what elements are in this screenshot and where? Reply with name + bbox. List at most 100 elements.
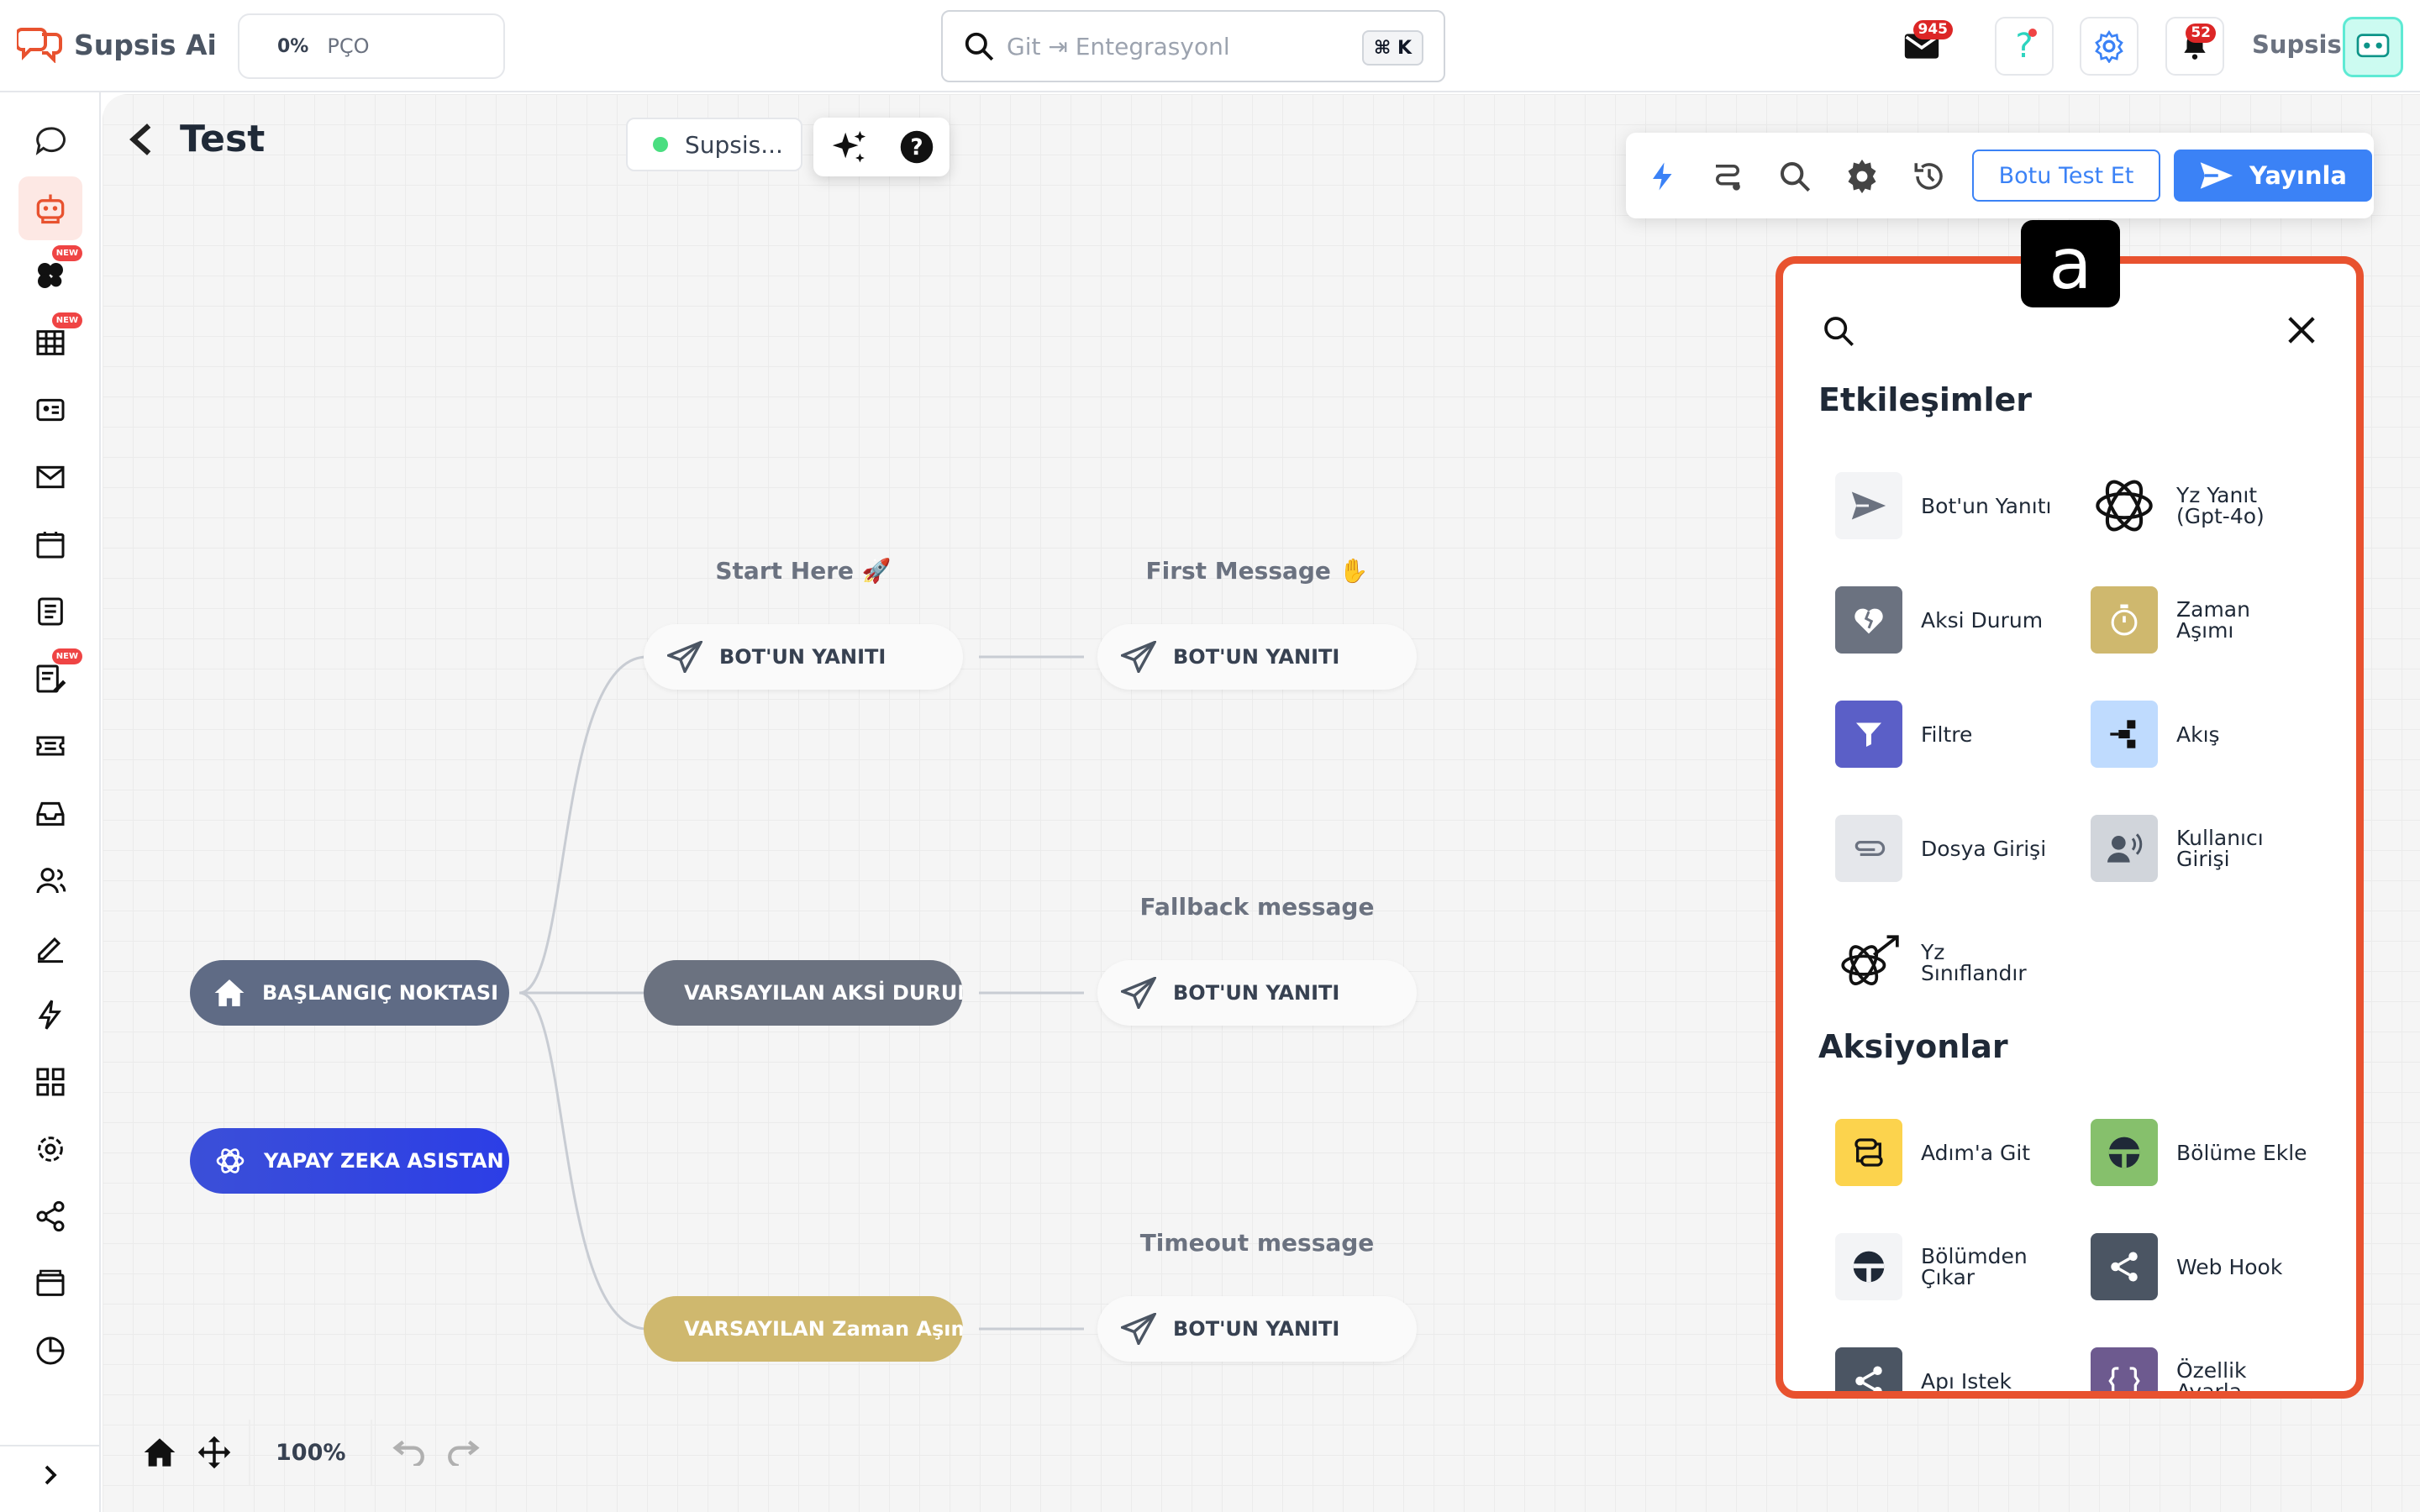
app-logo[interactable]: Supsis Ai: [17, 24, 217, 66]
mail-icon: [36, 465, 65, 489]
search-icon: [1824, 317, 1854, 346]
ticket-icon: [36, 736, 65, 756]
progress-box[interactable]: 0% PÇO: [238, 13, 505, 79]
sidebar-item-users[interactable]: [18, 848, 82, 912]
sidebar-item-automations[interactable]: [18, 983, 82, 1047]
sidebar-item-lists[interactable]: [18, 580, 82, 643]
sidebar-item-integrations[interactable]: [18, 1050, 82, 1114]
palette-item-flow[interactable]: Akış: [2091, 701, 2343, 768]
sidebar-item-forms[interactable]: NEW: [18, 647, 82, 711]
quick-action-button[interactable]: [1643, 156, 1683, 197]
bot-reply-node[interactable]: BOT'UN YANITI: [1097, 1296, 1417, 1362]
panel-close-button[interactable]: [2286, 314, 2317, 349]
bot-reply-node[interactable]: BOT'UN YANITI: [1097, 960, 1417, 1026]
home-icon[interactable]: [143, 1436, 176, 1468]
new-badge: NEW: [51, 245, 82, 261]
mail-button[interactable]: 945: [1892, 17, 1953, 76]
panel-search-button[interactable]: [1822, 314, 1855, 351]
sidebar-item-tickets[interactable]: [18, 714, 82, 778]
history-button[interactable]: [1909, 156, 1949, 197]
routing-button[interactable]: [1707, 156, 1748, 197]
sidebar-expand-button[interactable]: [0, 1445, 101, 1504]
palette-item-user-input[interactable]: Kullanıcı Girişi: [2091, 815, 2343, 882]
share-icon: [36, 1200, 65, 1232]
palette-item-add-segment[interactable]: Bölüme Ekle: [2091, 1119, 2343, 1186]
palette-item-api-request[interactable]: Apı Istek: [1835, 1347, 2087, 1394]
palette-item-filter[interactable]: Filtre: [1835, 701, 2087, 768]
palette-item-label: Aksi Durum: [1921, 607, 2044, 633]
palette-item-ai-reply[interactable]: Yz Yanıt (Gpt-4o): [2091, 472, 2343, 539]
palette-item-label: Filtre: [1921, 722, 1973, 747]
history-controls: [372, 1420, 500, 1485]
sidebar-item-chat[interactable]: [18, 109, 82, 173]
redo-icon[interactable]: [446, 1439, 483, 1466]
help-circle-icon[interactable]: ?: [899, 129, 934, 165]
form-icon: [36, 664, 66, 693]
sidebar-item-editor[interactable]: [18, 916, 82, 979]
timeout-node[interactable]: VARSAYILAN Zaman Aşımı: [644, 1296, 963, 1362]
send-icon: [667, 641, 702, 673]
sidebar: NEW NEW NEW: [0, 92, 101, 1512]
ai-assistant-node[interactable]: YAPAY ZEKA ASISTAN: [190, 1128, 509, 1194]
history-icon: [1914, 163, 1943, 190]
bot-reply-node[interactable]: BOT'UN YANITI: [644, 624, 963, 690]
zoom-level[interactable]: 100%: [249, 1420, 373, 1485]
palette-item-webhook[interactable]: Web Hook: [2091, 1233, 2343, 1300]
list-icon: [38, 597, 63, 626]
node-label: BOT'UN YANITI: [719, 645, 886, 669]
palette-item-remove-segment[interactable]: Bölümden Çıkar: [1835, 1233, 2087, 1300]
user-name[interactable]: Supsis: [2252, 30, 2342, 59]
search-icon: [965, 32, 994, 61]
share-icon: [1835, 1347, 1902, 1391]
sidebar-item-bot[interactable]: [18, 176, 82, 240]
mail-icon: [1904, 34, 1939, 59]
settings-button[interactable]: [2080, 17, 2139, 76]
help-button[interactable]: ?: [1995, 17, 2054, 76]
flow-settings-button[interactable]: [1842, 156, 1882, 197]
notifications-button[interactable]: 52: [2165, 17, 2224, 76]
node-label: VARSAYILAN Zaman Aşımı: [684, 1317, 963, 1341]
bot-reply-node[interactable]: BOT'UN YANITI: [1097, 624, 1417, 690]
gear-icon: [1848, 159, 1876, 194]
sidebar-item-analytics[interactable]: [18, 1319, 82, 1383]
canvas-search-button[interactable]: [1775, 156, 1815, 197]
palette-item-label: Apı Istek: [1921, 1368, 2012, 1394]
node-label: YAPAY ZEKA ASISTAN: [264, 1149, 504, 1173]
node-label: BAŞLANGIÇ NOKTASI: [262, 981, 499, 1005]
chat-icon: [35, 127, 66, 155]
palette-item-fallback[interactable]: Aksi Durum: [1835, 586, 2087, 654]
sidebar-item-settings[interactable]: [18, 1117, 82, 1181]
start-node[interactable]: BAŞLANGIÇ NOKTASI: [190, 960, 509, 1026]
palette-item-file-input[interactable]: Dosya Girişi: [1835, 815, 2087, 882]
palette-item-timeout[interactable]: Zaman Aşımı: [2091, 586, 2343, 654]
back-arrow-icon[interactable]: [126, 121, 156, 158]
avatar[interactable]: [2343, 17, 2403, 77]
sparkles-icon[interactable]: [829, 128, 868, 166]
sidebar-item-inbox[interactable]: [18, 781, 82, 845]
palette-item-goto-step[interactable]: Adım'a Git: [1835, 1119, 2087, 1186]
publish-button[interactable]: Yayınla: [2174, 150, 2372, 202]
sidebar-item-share[interactable]: [18, 1184, 82, 1248]
palette-item-bot-reply[interactable]: Bot'un Yanıtı: [1835, 472, 2087, 539]
palette-item-set-attribute[interactable]: Özellik Ayarla: [2091, 1347, 2343, 1399]
undo-icon[interactable]: [389, 1439, 426, 1466]
move-icon[interactable]: [197, 1435, 232, 1470]
palette-item-ai-classify[interactable]: Yz Sınıflandır: [1835, 929, 2087, 996]
progress-percent: 0%: [277, 35, 309, 57]
bot-status-selector[interactable]: Supsis...: [626, 118, 802, 171]
global-search[interactable]: Git ⇥ Entegrasyonl ⌘ K: [941, 10, 1445, 82]
flow-toolbar: Botu Test Et Yayınla: [1626, 133, 2374, 218]
node-picker-panel: Etkileşimler Bot'un Yanıtı Yz Yanıt (Gpt…: [1776, 256, 2364, 1399]
fallback-node[interactable]: VARSAYILAN AKSİ DURUM: [644, 960, 963, 1026]
sidebar-item-calendar[interactable]: [18, 512, 82, 576]
settings-icon: [38, 1137, 63, 1162]
column-label-fallback: Fallback message: [1139, 893, 1375, 921]
sidebar-item-mail[interactable]: [18, 445, 82, 509]
palette-item-label: Özellik Ayarla: [2176, 1358, 2247, 1399]
sidebar-item-tables[interactable]: NEW: [18, 311, 82, 375]
sidebar-item-apps[interactable]: NEW: [18, 244, 82, 307]
sidebar-item-billing[interactable]: [18, 1252, 82, 1315]
billing-icon: [36, 1269, 65, 1296]
test-bot-button[interactable]: Botu Test Et: [1972, 150, 2160, 202]
sidebar-item-contacts[interactable]: [18, 378, 82, 442]
